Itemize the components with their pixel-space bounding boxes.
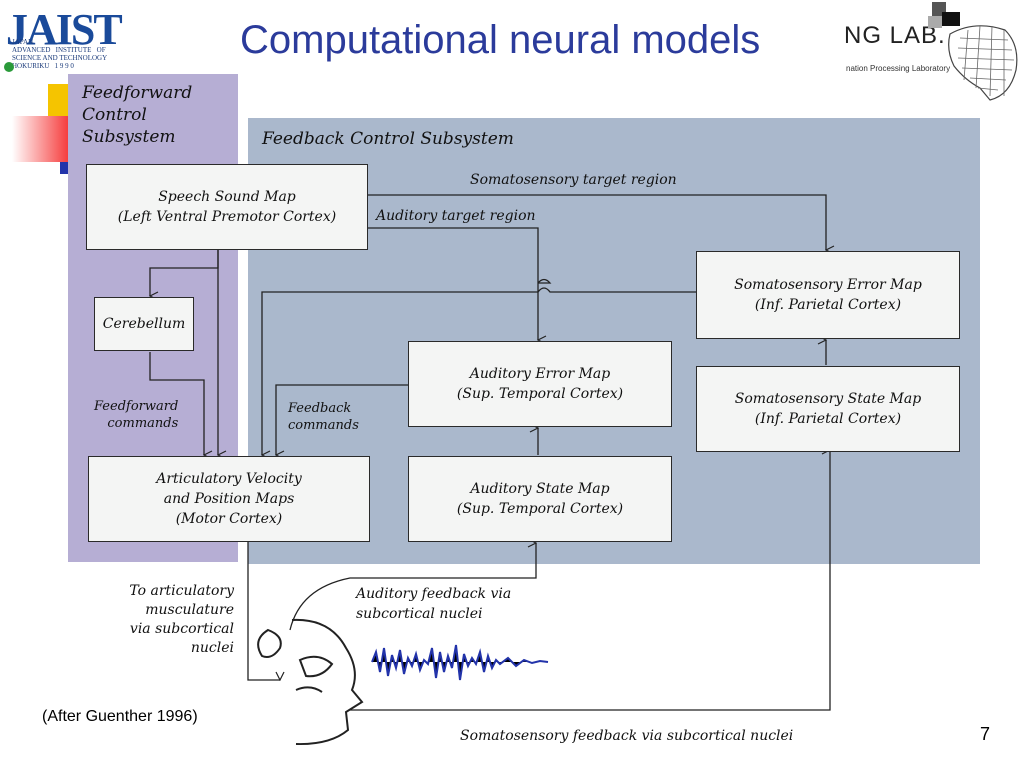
page-number: 7 xyxy=(980,724,991,744)
auditory-feedback-label: Auditory feedback via subcortical nuclei xyxy=(356,586,512,622)
somatosensory-target-label: Somatosensory target region xyxy=(470,172,677,188)
panel-gap xyxy=(238,74,248,562)
lab-subtitle: nation Processing Laboratory xyxy=(846,64,951,73)
feedforward-commands-label: Feedforward commands xyxy=(94,399,179,431)
speech-sound-map-box: Speech Sound Map (Left Ventral Premotor … xyxy=(86,164,368,250)
logo-main-text: JAIST xyxy=(6,5,123,54)
to-articulatory-label: To articulatory musculature via subcorti… xyxy=(129,583,234,656)
lab-name: NG LAB. xyxy=(844,22,946,49)
cerebellum-box: Cerebellum xyxy=(94,297,194,351)
feedback-subsystem-label: Feedback Control Subsystem xyxy=(262,129,514,149)
auditory-state-map-box: Auditory State Map (Sup. Temporal Cortex… xyxy=(408,456,672,542)
decor-blue-square xyxy=(60,162,70,174)
auditory-error-map-box: Auditory Error Map (Sup. Temporal Cortex… xyxy=(408,341,672,427)
somatosensory-state-map-box: Somatosensory State Map (Inf. Parietal C… xyxy=(696,366,960,452)
speaker-head-illustration xyxy=(257,618,364,746)
lab-head-icon xyxy=(928,2,1018,101)
somatosensory-feedback-label: Somatosensory feedback via subcortical n… xyxy=(456,728,798,745)
sound-waveform xyxy=(371,644,549,681)
feedback-commands-label: Feedback commands xyxy=(288,401,359,433)
decor-red-gradient xyxy=(12,116,72,162)
somatosensory-error-map-box: Somatosensory Error Map (Inf. Parietal C… xyxy=(696,251,960,339)
auditory-target-label: Auditory target region xyxy=(376,208,536,224)
logo-green-dot xyxy=(4,62,14,72)
citation-text: (After Guenther 1996) xyxy=(42,708,198,725)
feedforward-subsystem-label: Feedforward Control Subsystem xyxy=(82,83,193,147)
logo-subtitle: JAPAN ADVANCED INSTITUTE OF SCIENCE AND … xyxy=(12,38,108,70)
articulatory-maps-box: Articulatory Velocity and Position Maps … xyxy=(88,456,370,542)
slide-title: Computational neural models xyxy=(240,18,761,62)
